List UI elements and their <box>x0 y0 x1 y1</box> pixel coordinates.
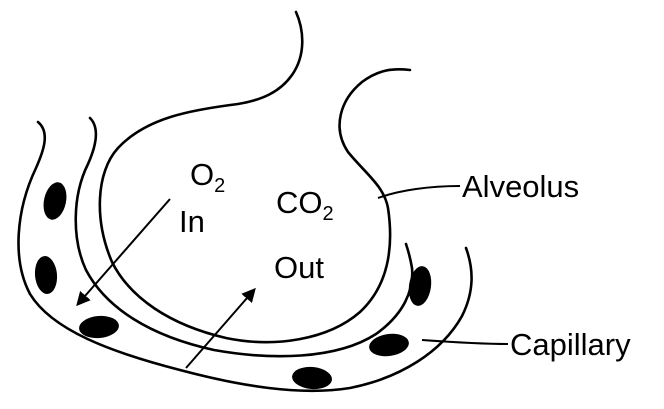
blood-cell <box>408 266 432 306</box>
alveolus-pointer-line <box>377 185 461 199</box>
co2-direction-label: Out <box>274 250 324 285</box>
o2-label: O2 <box>190 157 225 197</box>
capillary-outer-wall <box>17 120 473 393</box>
co2-label: CO2 <box>276 185 334 225</box>
capillary-label: Capillary <box>510 327 631 362</box>
o2-in-arrow <box>76 198 171 307</box>
blood-cell <box>43 182 67 220</box>
co2-out-arrow <box>185 287 256 369</box>
alveolus-label: Alveolus <box>462 169 579 204</box>
o2-direction-label: In <box>179 204 205 239</box>
blood-cell <box>79 315 119 339</box>
capillary-pointer-line <box>421 339 509 345</box>
capillary-inner-wall <box>74 116 414 358</box>
blood-cell <box>292 366 332 390</box>
alveolus-outline <box>98 10 412 344</box>
blood-cell <box>369 333 409 357</box>
blood-cell <box>34 256 58 294</box>
